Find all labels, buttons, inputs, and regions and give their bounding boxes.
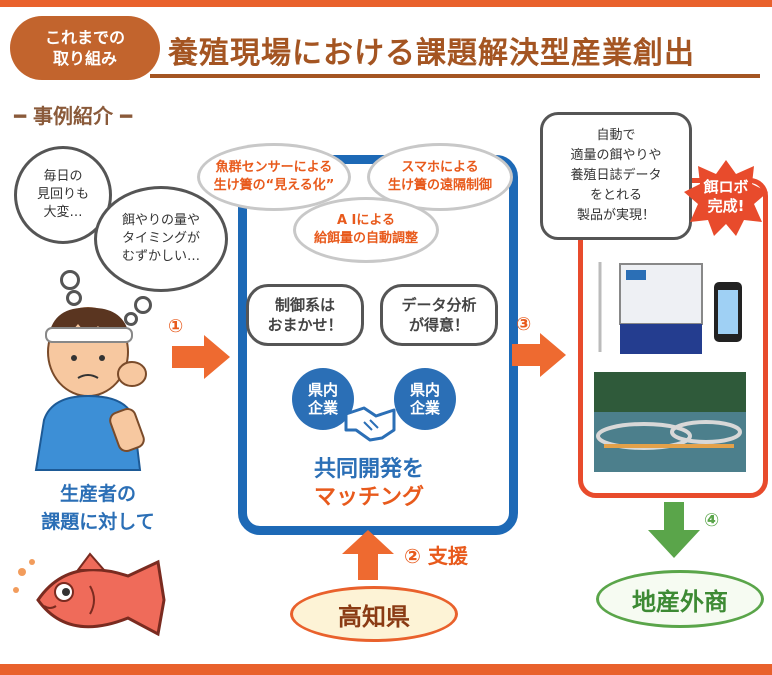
bubble-fish-line: 生け簀の“見える化” [213, 178, 335, 193]
local-outlet: 地産外商 [596, 570, 764, 628]
bubble-ai-line: 給餌量の自動調整 [313, 231, 418, 246]
matching-line2: マッチング [313, 485, 424, 510]
section-badge: これまでの 取り組み [10, 16, 160, 80]
thought1-line: 毎日の [43, 169, 83, 184]
bubble-fish-line: 魚群センサーによる [215, 160, 333, 175]
burst-line2: 完成! [707, 197, 745, 215]
thought2-line: 餌やりの量や [121, 213, 200, 228]
thought-dot [60, 270, 80, 290]
speech-data-line: データ分析 [401, 296, 477, 314]
bubble-phone-line: スマホによる [401, 160, 479, 175]
speech-data-analysis: データ分析 が得意！ [380, 284, 498, 346]
speech-product-line: 製品が実現！ [576, 208, 655, 223]
thought2-line: タイミングが [121, 231, 200, 246]
step3-number: ③ [516, 314, 532, 335]
speech-control-line: おまかせ！ [267, 316, 343, 334]
arrow4-down [648, 502, 700, 558]
speech-control: 制御系は おまかせ！ [246, 284, 364, 346]
company-left-line: 企業 [307, 399, 338, 417]
bubble-ai: A Iによる 給餌量の自動調整 [296, 200, 436, 260]
badge-line2: 取り組み [52, 49, 117, 68]
thought1-line: 見回りも [36, 187, 89, 202]
arrow3-shaft [512, 344, 540, 366]
producer-caption-line1: 生産者の [59, 483, 136, 505]
badge-line1: これまでの [44, 28, 125, 47]
speech-control-line: 制御系は [274, 296, 335, 314]
bubble-ai-line: A Iによる [336, 213, 396, 228]
step4-number: ④ [704, 510, 720, 531]
bubble-fish-sensor: 魚群センサーによる 生け簀の“見える化” [200, 146, 348, 208]
company-right-line: 県内 [409, 381, 440, 399]
top-border [0, 0, 772, 7]
handshake-icon [344, 406, 396, 442]
speech-product-line: 自動で [596, 128, 636, 143]
page-title: 養殖現場における課題解決型産業創出 [168, 36, 695, 71]
company-left-line: 県内 [307, 381, 338, 399]
company-badge-left: 県内 企業 [292, 368, 354, 430]
producer-caption-line2: 課題に対して [41, 511, 155, 533]
bubble-phone-line: 生け簀の遠隔制御 [387, 178, 492, 193]
bottom-border [0, 664, 772, 675]
company-badge-right: 県内 企業 [394, 368, 456, 430]
fish-farm-photo [594, 372, 746, 472]
producer-caption: 生産者の 課題に対して [38, 480, 158, 536]
matching-line1: 共同開発を [313, 457, 424, 482]
thought-dot [66, 290, 82, 306]
worried-producer-illustration [34, 307, 147, 471]
thought-dot [134, 296, 152, 314]
speech-data-line: が得意！ [408, 316, 469, 334]
speech-product: 自動で 適量の餌やりや 養殖日誌データ をとれる 製品が実現！ [540, 112, 692, 240]
burst-label: 餌ロボ 完成! [690, 178, 762, 216]
step1-number: ① [168, 316, 184, 337]
bubble-smartphone: スマホによる 生け簀の遠隔制御 [370, 146, 510, 208]
arrow2-up [342, 530, 394, 580]
step2-label: ② 支援 [404, 544, 468, 568]
section-heading: ━ 事例紹介 ━ [14, 104, 133, 128]
arrow3-head [540, 333, 566, 377]
thought-cloud-feeding: 餌やりの量や タイミングが むずかしい… [94, 186, 228, 292]
title-underline [150, 74, 760, 78]
thought-cloud-patrol: 毎日の 見回りも 大変… [14, 146, 112, 244]
company-right-line: 企業 [409, 399, 440, 417]
thought1-line: 大変… [43, 205, 83, 220]
arrow1-head [204, 335, 230, 379]
speech-product-line: 養殖日誌データ [570, 168, 662, 183]
kochi-prefecture: 高知県 [290, 586, 458, 642]
speech-product-line: 適量の餌やりや [570, 148, 662, 163]
thought-dot [124, 312, 138, 326]
thought2-line: むずかしい… [121, 249, 200, 264]
burst-line1: 餌ロボ [703, 178, 749, 196]
speech-product-line: をとれる [589, 188, 642, 203]
matching-caption: 共同開発を マッチング [254, 456, 484, 512]
feeder-robot-image [598, 262, 742, 354]
completion-burst [684, 160, 768, 236]
arrow1-shaft [172, 346, 204, 368]
fish-illustration [13, 552, 166, 637]
